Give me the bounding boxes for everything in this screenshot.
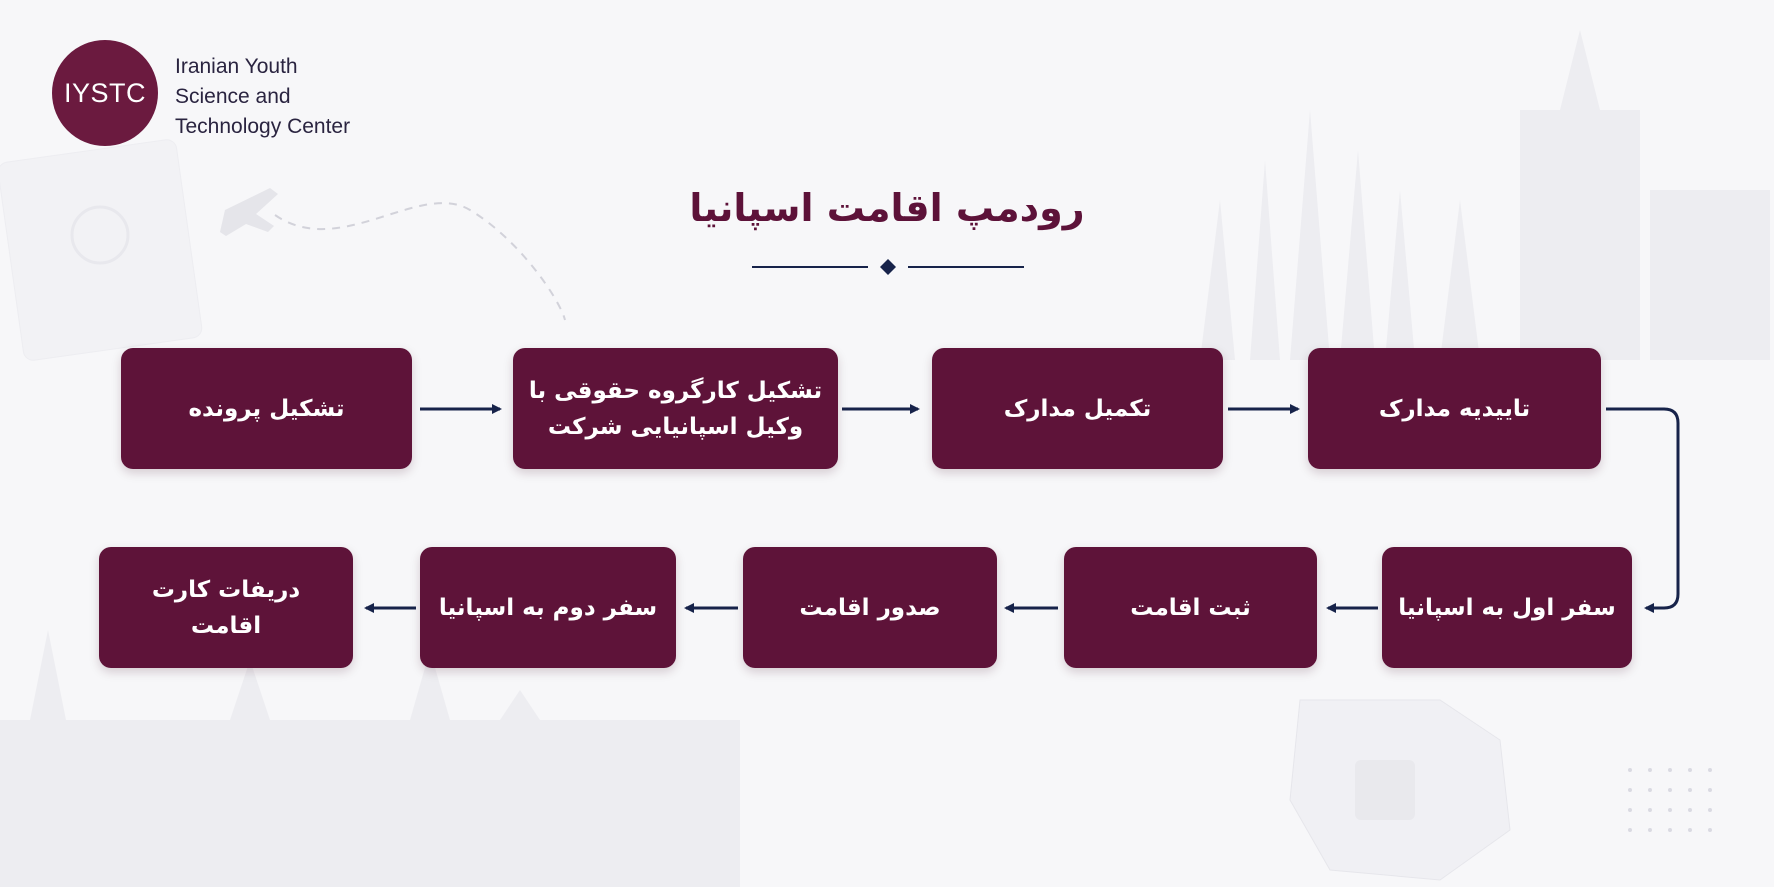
step-8-second-trip: سفر دوم به اسپانیا <box>420 547 676 668</box>
arrow-4-to-5 <box>1606 407 1680 613</box>
step-7-residence-issuance: صدور اقامت <box>743 547 997 668</box>
org-name-line-3: Technology Center <box>175 115 351 138</box>
dot-pattern <box>1628 768 1712 832</box>
cathedral-silhouette <box>1200 30 1770 360</box>
step-6-residence-registration: ثبت اقامت <box>1064 547 1317 668</box>
step-label: تشکیل پرونده <box>188 395 345 422</box>
step-label: سفر دوم به اسپانیا <box>438 594 658 621</box>
org-name-line-1: Iranian Youth <box>175 55 298 78</box>
page-title: رودمپ اقامت اسپانیا <box>689 186 1085 230</box>
step-5-first-trip: سفر اول به اسپانیا <box>1382 547 1632 668</box>
organization-name: Iranian Youth Science and Technology Cen… <box>175 52 415 142</box>
step-9-receive-card: دریفات کارت اقامت <box>99 547 353 668</box>
passport-icon <box>0 139 203 361</box>
title-divider <box>752 259 1024 275</box>
logo: IYSTC <box>52 40 158 146</box>
step-label: دریفات کارت اقامت <box>151 576 301 639</box>
airplane-icon <box>220 188 278 236</box>
step-1-file-formation: تشکیل پرونده <box>121 348 412 469</box>
step-label: تاییدیه مدارک <box>1378 395 1531 422</box>
flight-path <box>274 202 566 321</box>
spain-map-outline <box>1289 699 1511 881</box>
org-name-line-2: Science and <box>175 85 291 108</box>
logo-text: IYSTC <box>63 77 146 108</box>
step-label: سفر اول به اسپانیا <box>1398 594 1616 621</box>
step-label: تکمیل مدارک <box>1003 395 1152 422</box>
step-label: ثبت اقامت <box>1130 594 1251 621</box>
step-label: صدور اقامت <box>799 594 941 621</box>
city-silhouette <box>0 630 740 887</box>
step-4-document-approval: تاییدیه مدارک <box>1308 348 1601 469</box>
step-3-complete-documents: تکمیل مدارک <box>932 348 1223 469</box>
step-2-legal-workgroup: تشکیل کارگروه حقوقی با وکیل اسپانیایی شر… <box>513 348 838 469</box>
step-label: تشکیل کارگروه حقوقی با وکیل اسپانیایی شر… <box>528 377 823 440</box>
